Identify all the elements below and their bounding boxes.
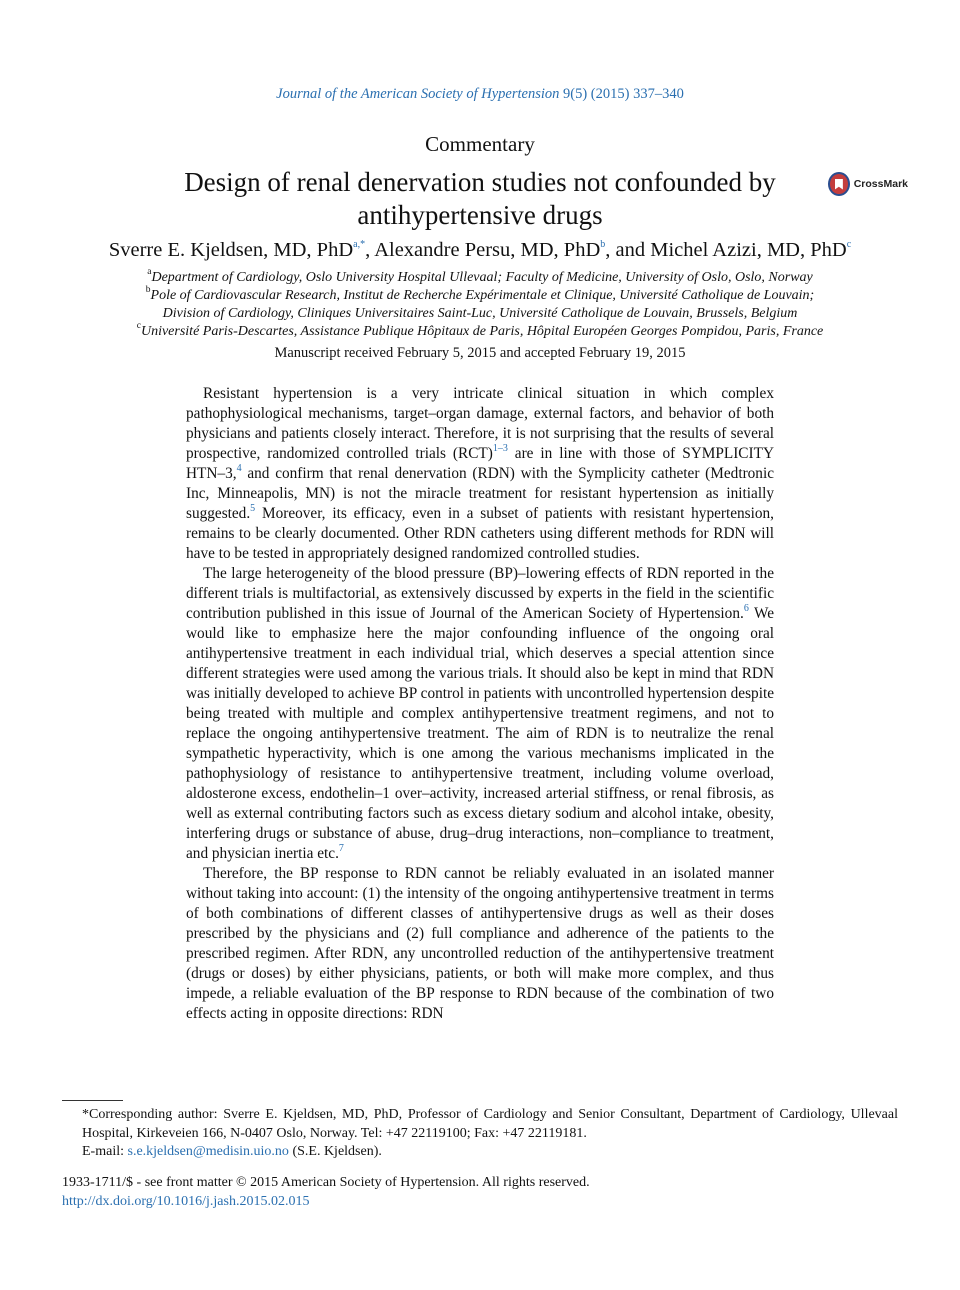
affiliation-line: Division of Cardiology, Cliniques Univer… [0, 305, 960, 323]
citation-link[interactable]: 7 [338, 842, 344, 854]
copyright-block: 1933-1711/$ - see front matter © 2015 Am… [62, 1174, 898, 1211]
issn-line: 1933-1711/$ - see front matter © 2015 Am… [62, 1175, 590, 1190]
corresponding-author-text: *Corresponding author: Sverre E. Kjeldse… [82, 1107, 898, 1141]
body-text-run: Resistant hypertension is a very intrica… [186, 385, 774, 462]
crossmark-label: CrossMark [853, 178, 908, 190]
citation-link[interactable]: 4 [236, 462, 242, 474]
affiliation-mark: c [136, 321, 141, 332]
affiliation-text: Université Paris-Descartes, Assistance P… [140, 324, 824, 339]
manuscript-dates: Manuscript received February 5, 2015 and… [274, 345, 686, 361]
journal-citation: 9(5) (2015) 337–340 [563, 86, 684, 102]
body-text-run: and confirm that renal denervation (RDN)… [186, 465, 774, 522]
article-body: Resistant hypertension is a very intrica… [186, 384, 774, 1024]
article-type: Commentary [425, 132, 535, 156]
affiliation-text: Division of Cardiology, Cliniques Univer… [162, 306, 798, 321]
affiliation-text: Pole of Cardiovascular Research, Institu… [150, 288, 815, 303]
email-suffix: (S.E. Kjeldsen). [292, 1144, 382, 1159]
author-name: Michel Azizi, MD, PhD [650, 239, 847, 261]
article-title: Design of renal denervation studies not … [184, 167, 776, 230]
author-name: Alexandre Persu, MD, PhD [374, 239, 601, 261]
affiliation-marker[interactable]: b [600, 239, 606, 251]
affiliation-line: cUniversité Paris-Descartes, Assistance … [0, 321, 960, 341]
author-name: Sverre E. Kjeldsen, MD, PhD [108, 239, 354, 261]
author-list: Sverre E. Kjeldsen, MD, PhDa,*, Alexandr… [108, 239, 852, 261]
body-text-run: The large heterogeneity of the blood pre… [186, 565, 774, 622]
body-paragraph: The large heterogeneity of the blood pre… [186, 564, 774, 864]
affiliation-mark: b [145, 285, 151, 296]
corresponding-author-footnote: *Corresponding author: Sverre E. Kjeldse… [62, 1106, 898, 1162]
body-paragraph: Resistant hypertension is a very intrica… [186, 384, 774, 564]
affiliation-text: Department of Cardiology, Oslo Universit… [151, 270, 813, 285]
crossmark-icon [828, 172, 850, 196]
affiliation-line: bPole of Cardiovascular Research, Instit… [0, 285, 960, 305]
body-paragraph: Therefore, the BP response to RDN cannot… [186, 864, 774, 1024]
footnote-divider [62, 1100, 123, 1101]
doi-link[interactable]: http://dx.doi.org/10.1016/j.jash.2015.02… [62, 1193, 310, 1209]
affiliation-mark: a [147, 267, 152, 278]
affiliation-marker[interactable]: c [846, 239, 852, 251]
email-label: E-mail: [82, 1144, 124, 1159]
affiliation-list: aDepartment of Cardiology, Oslo Universi… [0, 267, 960, 341]
affiliation-marker[interactable]: a,* [353, 239, 366, 251]
citation-link[interactable]: 5 [250, 502, 256, 514]
journal-header: Journal of the American Society of Hyper… [0, 86, 960, 103]
crossmark-badge[interactable]: CrossMark [828, 170, 908, 198]
body-text-run: are in line with those of SYMPLICITY HTN… [186, 445, 774, 482]
body-text-run: Moreover, its efficacy, even in a subset… [186, 505, 774, 562]
affiliation-line: aDepartment of Cardiology, Oslo Universi… [0, 267, 960, 287]
journal-name-link[interactable]: Journal of the American Society of Hyper… [276, 86, 560, 102]
email-link[interactable]: s.e.kjeldsen@medisin.uio.no [127, 1144, 289, 1159]
body-text-run: We would like to emphasize here the majo… [186, 605, 774, 862]
citation-link[interactable]: 1–3 [492, 442, 508, 454]
email-line: E-mail: s.e.kjeldsen@medisin.uio.no (S.E… [62, 1143, 898, 1162]
citation-link[interactable]: 6 [743, 602, 749, 614]
body-text-run: Therefore, the BP response to RDN cannot… [186, 865, 774, 1022]
